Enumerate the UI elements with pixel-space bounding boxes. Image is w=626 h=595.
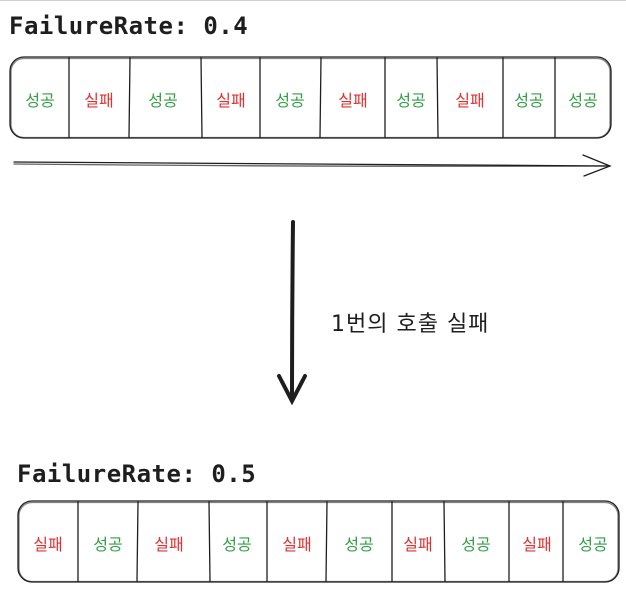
top-border [0, 0, 626, 1]
success-cell-before-5: 성공 [275, 91, 305, 110]
window-dividers-before [68, 57, 556, 138]
success-cell-before-10: 성공 [568, 91, 598, 110]
success-cell-after-2: 성공 [93, 535, 123, 554]
fail-cell-before-8: 실패 [455, 91, 485, 110]
success-cell-before-7: 성공 [396, 91, 426, 110]
transition-arrow [277, 220, 307, 406]
fail-cell-before-6: 실패 [338, 91, 368, 110]
failure-rate-before: FailureRate: 0.4 [9, 12, 249, 40]
success-cell-before-1: 성공 [25, 91, 55, 110]
fail-cell-before-2: 실패 [84, 91, 114, 110]
success-cell-before-9: 성공 [514, 91, 544, 110]
success-cell-after-10: 성공 [578, 535, 608, 554]
fail-cell-after-7: 실패 [403, 535, 433, 554]
fail-cell-before-4: 실패 [216, 91, 246, 110]
fail-cell-after-9: 실패 [522, 535, 552, 554]
window-dividers-after [77, 501, 564, 582]
fail-cell-after-3: 실패 [154, 535, 184, 554]
failure-rate-after: FailureRate: 0.5 [17, 460, 257, 488]
success-cell-before-3: 성공 [148, 91, 178, 110]
success-cell-after-8: 성공 [461, 535, 491, 554]
timeline-arrow [13, 154, 612, 177]
transition-caption: 1번의 호출 실패 [331, 312, 490, 337]
success-cell-after-6: 성공 [344, 535, 374, 554]
success-cell-after-4: 성공 [222, 535, 252, 554]
fail-cell-after-5: 실패 [282, 535, 312, 554]
fail-cell-after-1: 실패 [33, 535, 63, 554]
